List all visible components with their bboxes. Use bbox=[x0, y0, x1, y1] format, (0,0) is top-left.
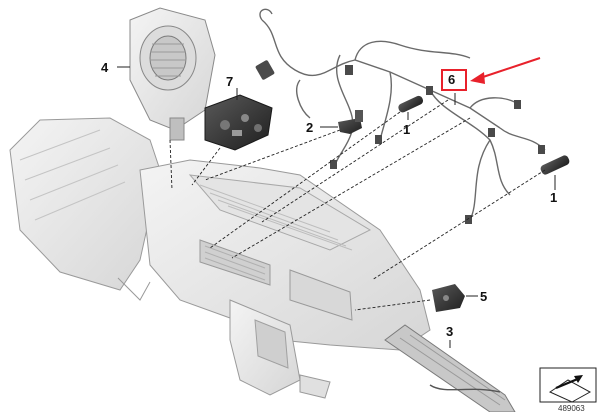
actuator-5 bbox=[432, 284, 465, 312]
callout-5: 5 bbox=[480, 289, 487, 304]
highlight-arrowhead bbox=[470, 72, 485, 84]
view-direction-icon bbox=[539, 367, 597, 403]
highlight-arrow bbox=[479, 57, 541, 79]
heater-element-3 bbox=[384, 324, 516, 412]
control-module bbox=[204, 94, 273, 151]
callout-7: 7 bbox=[226, 74, 233, 89]
wiring-harness bbox=[259, 8, 546, 221]
highlight-box bbox=[441, 69, 467, 91]
callout-1: 1 bbox=[403, 122, 410, 137]
callout-2: 2 bbox=[306, 120, 313, 135]
diagram-code: 489063 bbox=[558, 404, 585, 412]
blower-motor bbox=[129, 7, 216, 141]
callout-3: 3 bbox=[446, 324, 453, 339]
leader-lines bbox=[117, 66, 556, 348]
hvac-housing bbox=[9, 117, 431, 399]
reference-lines bbox=[169, 99, 546, 311]
harness-connectors bbox=[255, 60, 545, 224]
highlight-callout-6 bbox=[441, 57, 541, 91]
callout-4: 4 bbox=[101, 60, 109, 75]
callout-6: 6 bbox=[448, 72, 455, 87]
temperature-sensor-1b bbox=[540, 155, 570, 175]
temperature-sensor-1 bbox=[398, 95, 424, 113]
sensor-2 bbox=[338, 110, 363, 134]
callout-1b: 1 bbox=[550, 190, 557, 205]
